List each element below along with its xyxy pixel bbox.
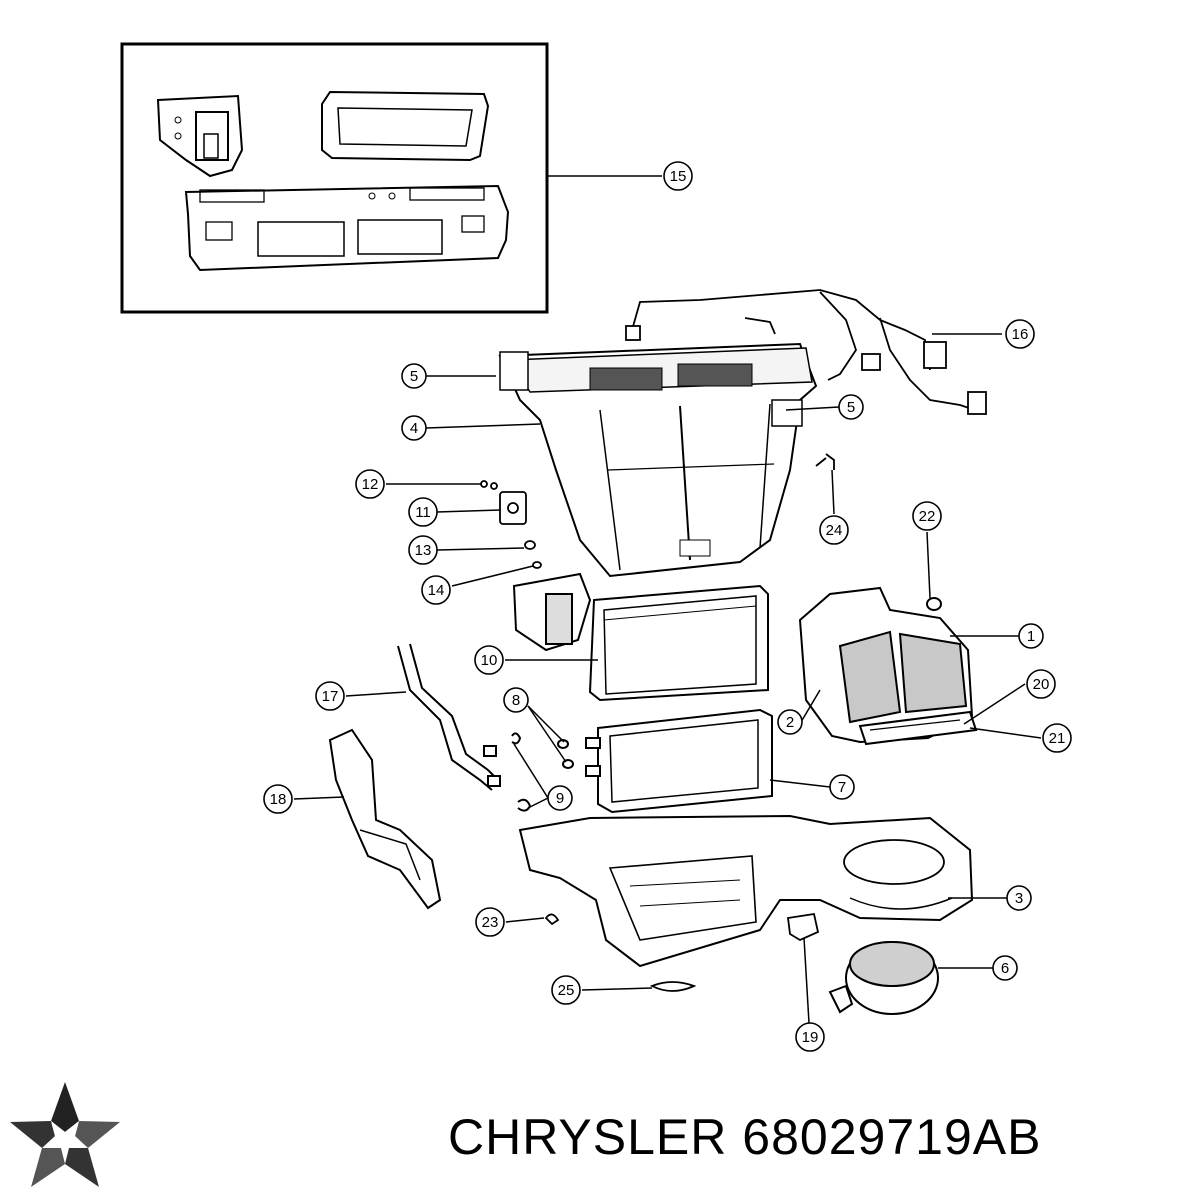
svg-text:25: 25 — [558, 982, 575, 999]
svg-text:20: 20 — [1033, 676, 1050, 693]
seals-and-clamps — [511, 732, 574, 812]
svg-text:8: 8 — [512, 692, 520, 709]
part-number: 68029719AB — [742, 1109, 1042, 1165]
svg-text:23: 23 — [482, 914, 499, 931]
svg-text:19: 19 — [802, 1029, 819, 1046]
svg-text:5: 5 — [410, 368, 418, 385]
callout-13: 13 — [408, 535, 438, 565]
callout-6: 6 — [992, 955, 1018, 981]
svg-text:2: 2 — [786, 714, 794, 731]
expansion-valve-parts — [480, 480, 542, 569]
callout-25: 25 — [551, 975, 581, 1005]
svg-text:5: 5 — [847, 399, 855, 416]
svg-text:21: 21 — [1049, 730, 1066, 747]
svg-text:1: 1 — [1027, 628, 1035, 645]
callout-22: 22 — [912, 501, 942, 531]
callout-8: 8 — [503, 687, 529, 713]
wiring-harness-part-16 — [625, 289, 987, 415]
lower-housing-part-3 — [518, 814, 974, 968]
svg-text:10: 10 — [481, 652, 498, 669]
callout-5-left: 5 — [401, 363, 427, 389]
svg-text:12: 12 — [362, 476, 379, 493]
duct-part-18 — [328, 728, 442, 910]
svg-text:22: 22 — [919, 508, 936, 525]
svg-text:15: 15 — [670, 168, 687, 185]
callout-11: 11 — [408, 497, 438, 527]
svg-text:16: 16 — [1012, 326, 1029, 343]
svg-text:6: 6 — [1001, 960, 1009, 977]
callout-16: 16 — [1005, 319, 1035, 349]
svg-text:7: 7 — [838, 779, 846, 796]
svg-text:9: 9 — [556, 790, 564, 807]
grommet-part-22 — [926, 597, 942, 611]
part-caption: CHRYSLER 68029719AB — [448, 1108, 1041, 1166]
callout-7: 7 — [829, 774, 855, 800]
svg-text:17: 17 — [322, 688, 339, 705]
leader-lines — [293, 175, 1042, 1024]
callout-3: 3 — [1006, 885, 1032, 911]
callout-5-right: 5 — [838, 394, 864, 420]
heater-tubes-part-17 — [397, 643, 501, 791]
callout-9: 9 — [547, 785, 573, 811]
svg-text:24: 24 — [826, 522, 843, 539]
blower-motor-part-6 — [828, 941, 939, 1015]
callout-18: 18 — [263, 784, 293, 814]
callout-2: 2 — [777, 709, 803, 735]
callout-1: 1 — [1018, 623, 1044, 649]
callout-21: 21 — [1042, 723, 1072, 753]
callout-19: 19 — [795, 1022, 825, 1052]
svg-text:4: 4 — [410, 420, 418, 437]
heater-core-part-10 — [512, 572, 769, 702]
callout-15: 15 — [663, 161, 693, 191]
callout-17: 17 — [315, 681, 345, 711]
sensor-part-24 — [815, 453, 835, 470]
callout-23: 23 — [475, 907, 505, 937]
callout-14: 14 — [421, 575, 451, 605]
callout-4: 4 — [401, 415, 427, 441]
callout-12: 12 — [355, 469, 385, 499]
svg-text:14: 14 — [428, 582, 445, 599]
pentastar-logo-icon — [10, 1082, 120, 1187]
callout-10: 10 — [474, 645, 504, 675]
resistor-part-19 — [786, 912, 820, 942]
inset-box-part-15 — [120, 42, 549, 314]
callout-20: 20 — [1026, 669, 1056, 699]
svg-text:11: 11 — [415, 504, 431, 521]
evaporator-part-7 — [585, 708, 773, 814]
svg-text:3: 3 — [1015, 890, 1023, 907]
small-parts-23-25 — [544, 913, 697, 992]
blower-housing-part-1 — [798, 586, 978, 746]
svg-text:18: 18 — [270, 791, 287, 808]
callout-24: 24 — [819, 515, 849, 545]
svg-text:13: 13 — [415, 542, 432, 559]
brand-name: CHRYSLER — [448, 1109, 728, 1165]
upper-housing-part-4 — [498, 342, 818, 578]
